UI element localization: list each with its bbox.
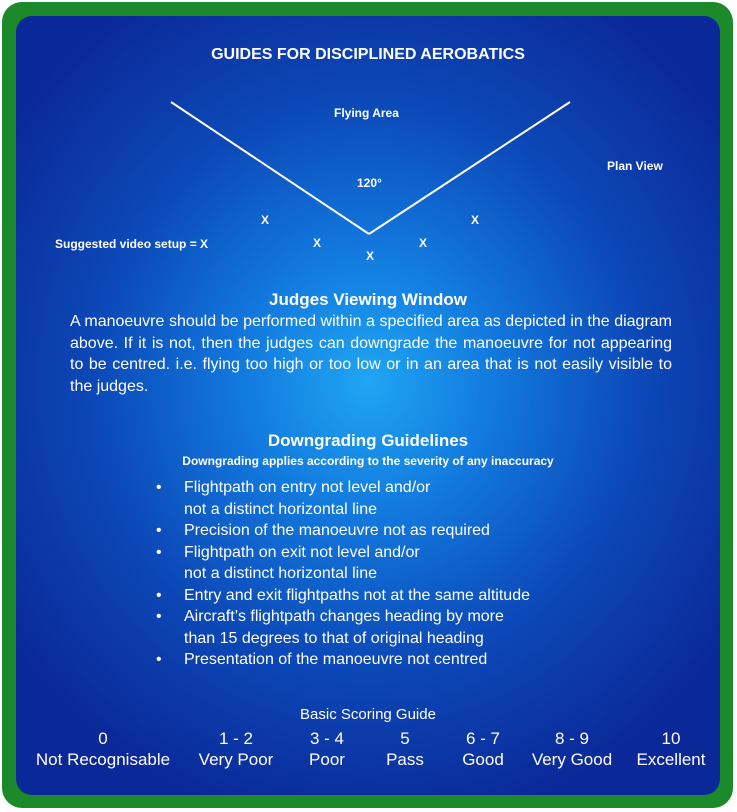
bullet-icon: •	[156, 586, 162, 604]
score-column: 10 Excellent	[626, 728, 716, 770]
score-label: Good	[462, 750, 504, 769]
score-label: Very Poor	[198, 750, 274, 769]
list-item-line: not a distinct horizontal line	[184, 500, 377, 518]
list-item: • Precision of the manoeuvre not as requ…	[156, 520, 530, 542]
list-item-line: Precision of the manoeuvre not as requir…	[184, 522, 490, 539]
bullet-icon: •	[156, 651, 162, 668]
bullet-icon: •	[156, 522, 162, 539]
list-item-line: Presentation of the manoeuvre not centre…	[184, 651, 488, 668]
flying-area-diagram	[170, 101, 571, 235]
downgrading-subheading: Downgrading applies according to the sev…	[182, 454, 554, 468]
score-label: Poor	[309, 750, 345, 769]
score-label: Excellent	[636, 750, 706, 769]
score-column: 3 - 4 Poor	[292, 728, 362, 770]
camera-marker: X	[366, 249, 375, 263]
page-title: GUIDES FOR DISCIPLINED AEROBATICS	[211, 46, 525, 63]
list-item: • Entry and exit flightpaths not at the …	[156, 585, 530, 607]
list-item-line: Entry and exit flightpaths not at the sa…	[184, 586, 530, 604]
scoring-heading: Basic Scoring Guide	[300, 706, 436, 723]
score-column: 5 Pass	[370, 728, 440, 770]
camera-marker: X	[313, 236, 322, 250]
downgrading-list: • Flightpath on entry not level and/or n…	[156, 477, 530, 671]
judges-window-text: A manoeuvre should be performed within a…	[70, 313, 672, 395]
list-item: • Flightpath on exit not level and/or no…	[156, 542, 530, 585]
list-item: • Presentation of the manoeuvre not cent…	[156, 649, 530, 671]
judges-window-heading: Judges Viewing Window	[269, 290, 467, 309]
score-value: 10	[661, 729, 681, 748]
list-item-line: not a distinct horizontal line	[184, 565, 377, 582]
right-boundary-line	[368, 101, 571, 235]
list-item-line: Flightpath on exit not level and/or	[184, 543, 420, 561]
list-item-line: Flightpath on entry not level and/or	[184, 479, 431, 496]
score-label: Pass	[386, 750, 424, 769]
angle-label: 120°	[357, 176, 382, 190]
video-setup-label: Suggested video setup = X	[55, 237, 209, 251]
camera-marker: X	[419, 236, 428, 250]
score-value: 3 - 4	[309, 729, 345, 748]
score-value: 6 - 7	[465, 729, 501, 748]
camera-marker: X	[471, 213, 480, 227]
list-item: • Flightpath on entry not level and/or n…	[156, 477, 530, 520]
blue-panel: GUIDES FOR DISCIPLINED AEROBATICS Flying…	[16, 16, 720, 795]
camera-marker: X	[261, 213, 270, 227]
bullet-icon: •	[156, 543, 162, 561]
score-value: 0	[98, 729, 108, 748]
score-label: Very Good	[531, 750, 613, 769]
score-value: 8 - 9	[554, 729, 590, 748]
score-column: 8 - 9 Very Good	[524, 728, 620, 770]
plan-view-label: Plan View	[607, 159, 663, 173]
score-column: 1 - 2 Very Poor	[188, 728, 284, 770]
score-value: 5	[400, 729, 410, 748]
bullet-icon: •	[156, 608, 162, 625]
list-item-line: Aircraft’s flightpath changes heading by…	[184, 608, 504, 625]
bullet-icon: •	[156, 479, 162, 496]
downgrading-heading: Downgrading Guidelines	[267, 431, 469, 450]
score-column: 6 - 7 Good	[448, 728, 518, 770]
score-label: Not Recognisable	[35, 750, 171, 769]
list-item-line: than 15 degrees to that of original head…	[184, 629, 484, 647]
flying-area-label: Flying Area	[334, 106, 399, 120]
score-column: 0 Not Recognisable	[28, 728, 178, 770]
left-boundary-line	[170, 101, 370, 235]
list-item: • Aircraft’s flightpath changes heading …	[156, 606, 530, 649]
score-value: 1 - 2	[218, 729, 254, 748]
